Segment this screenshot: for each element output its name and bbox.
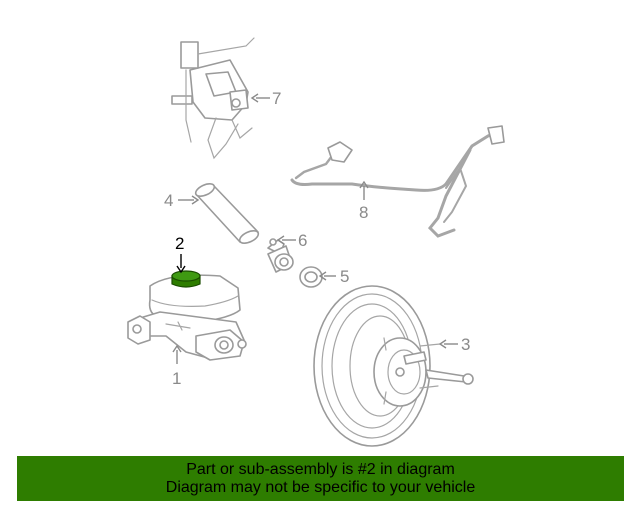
leader-8-arrow [359, 180, 369, 189]
banner-line-2: Diagram may not be specific to your vehi… [165, 479, 476, 496]
leader-4-arrow [191, 195, 200, 205]
leader-5-arrow [318, 271, 327, 281]
banner-line-1: Part or sub-assembly is #2 in diagram [186, 461, 455, 478]
callout-4: 4 [164, 191, 173, 210]
part-1-master-cylinder[interactable] [127, 274, 247, 361]
leader-6-arrow [276, 235, 285, 245]
part-7-bracket[interactable] [171, 37, 255, 160]
leader-2-arrow [176, 265, 186, 274]
callout-5: 5 [340, 267, 349, 286]
leader-7-arrow [250, 93, 259, 103]
part-4-hose[interactable] [194, 181, 260, 246]
callout-6: 6 [298, 231, 307, 250]
part-5-grommet[interactable] [299, 266, 323, 288]
callout-7: 7 [272, 89, 281, 108]
callout-1: 1 [172, 369, 181, 388]
part-6-fitting[interactable] [267, 238, 294, 273]
leader-3-arrow [438, 339, 447, 349]
part-3-brake-booster[interactable] [313, 285, 474, 447]
callout-2: 2 [175, 234, 184, 253]
part-2-reservoir-cap[interactable] [171, 270, 201, 288]
part-8-harness[interactable] [290, 125, 505, 238]
parts-diagram: 1 2 3 4 5 6 7 8 [127, 37, 505, 447]
leader-1-arrow [172, 344, 182, 353]
info-banner: Part or sub-assembly is #2 in diagram Di… [17, 456, 624, 501]
callout-3: 3 [461, 335, 470, 354]
callout-8: 8 [359, 203, 368, 222]
